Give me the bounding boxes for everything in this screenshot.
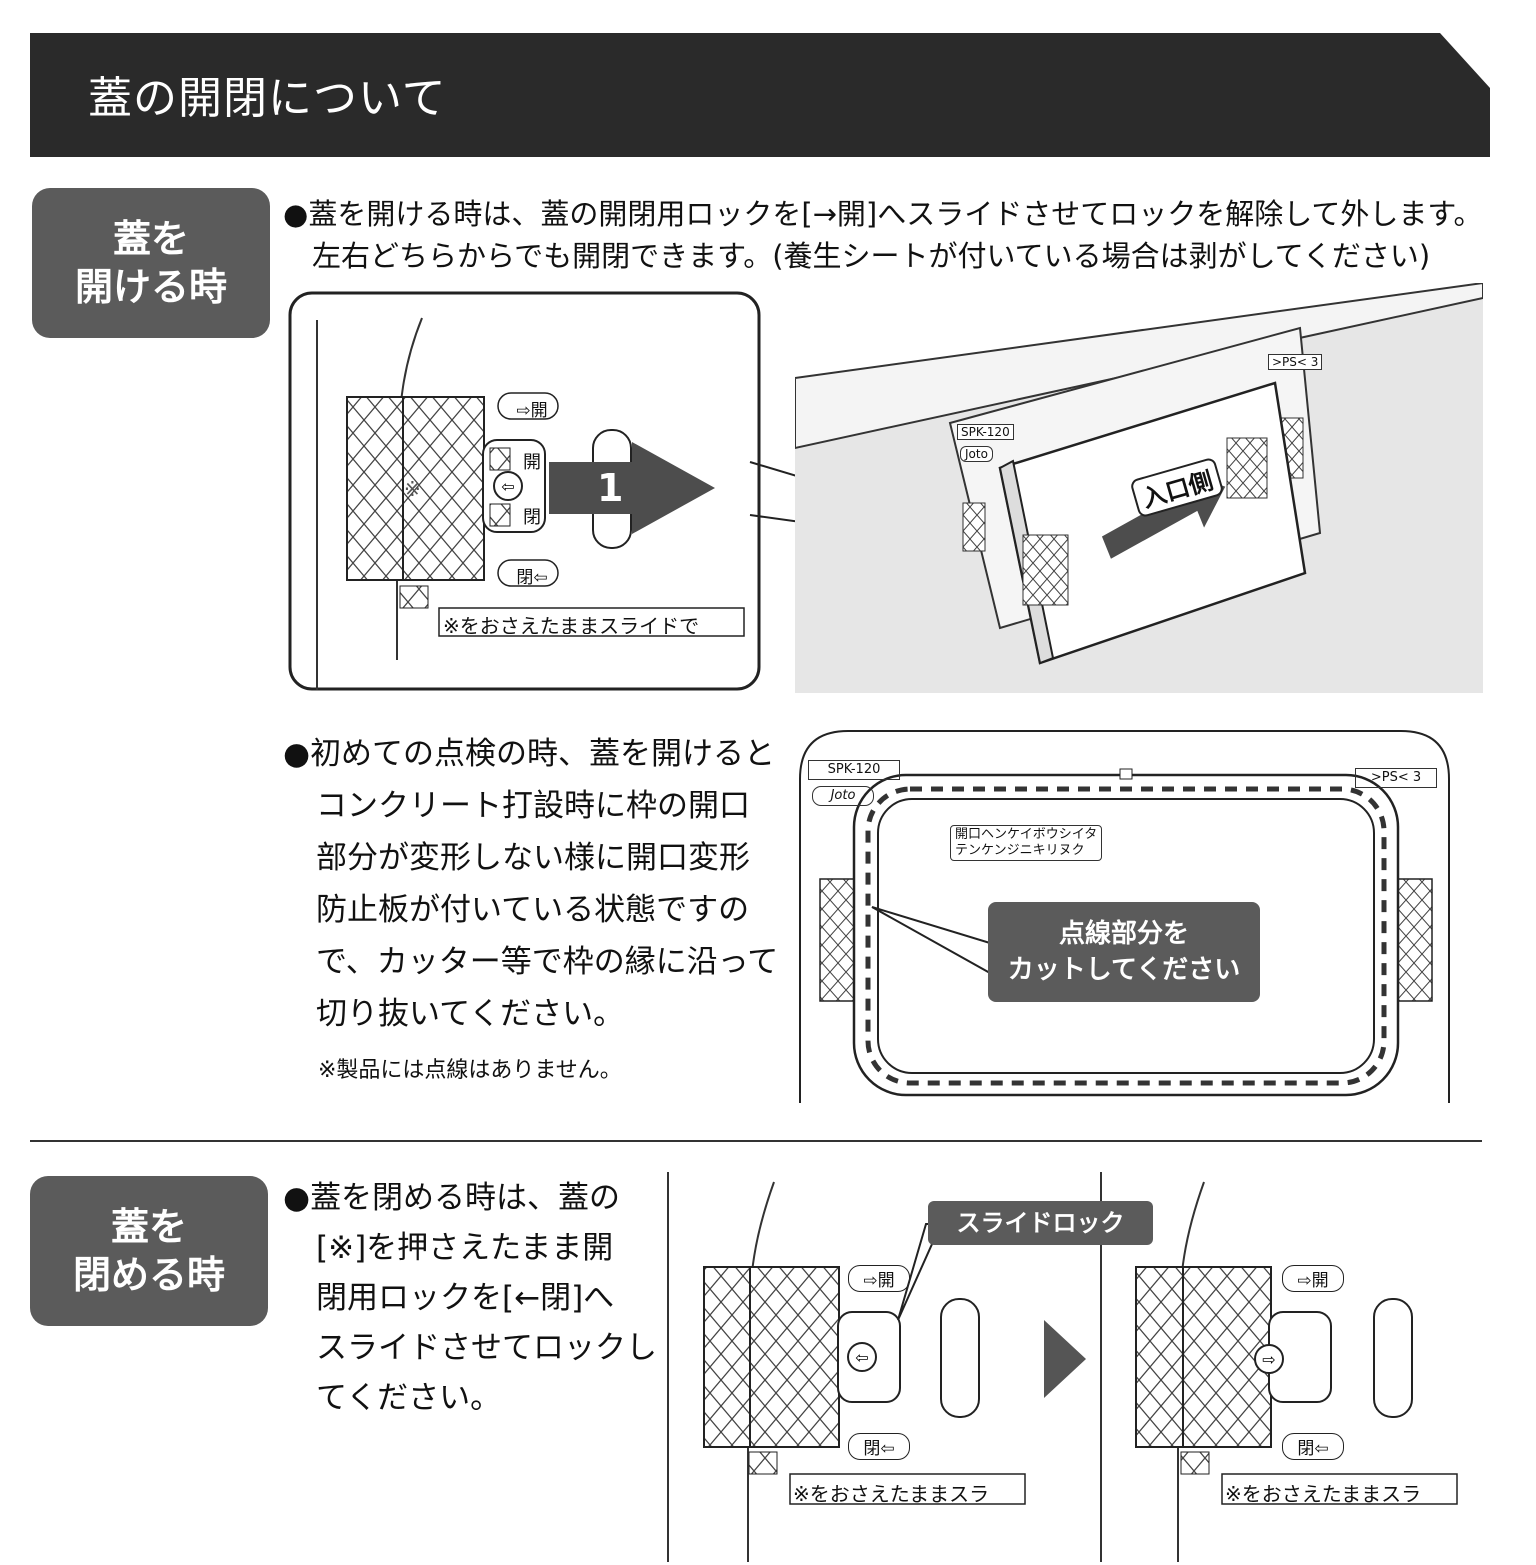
close-instruction-line4: スライドさせてロックし — [316, 1330, 657, 1366]
close-badge: 蓋を 閉める時 — [30, 1176, 268, 1326]
close-open-tag-right: ⇨開 — [1282, 1265, 1344, 1292]
close-lock-diagram: ⇦ ⇨ — [667, 1172, 1458, 1562]
arrow-step-2: 2 — [1108, 552, 1134, 593]
first-check-line5: で、カッター等で枠の縁に沿って — [316, 944, 779, 980]
svg-text:⇦: ⇦ — [501, 477, 514, 496]
first-check-line1: 初めての点検の時、蓋を開けると — [283, 728, 775, 780]
close-close-tag-left: 閉⇦ — [848, 1433, 910, 1460]
slide-lock-callout: スライドロック — [956, 1209, 1125, 1237]
close-slide-strip-right: ※をおさえたままスラ — [1225, 1482, 1422, 1504]
close-open-tag-left: ⇨開 — [848, 1265, 910, 1292]
open-instruction-line2: 左右どちらからでも開閉できます。(養生シートが付いている場合は剥がしてください) — [312, 239, 1431, 273]
close-instruction-line3: 閉用ロックを[←閉]へ — [316, 1280, 615, 1316]
panel-model-label: SPK-120 — [808, 760, 900, 780]
zoom-kome-mark: ※ — [404, 477, 421, 501]
zoom-open-tag: ⇨開 — [516, 401, 548, 421]
first-check-line2: コンクリート打設時に枠の開口 — [316, 788, 750, 824]
svg-text:⇦: ⇦ — [855, 1348, 868, 1367]
first-check-line6: 切り抜いてください。 — [316, 996, 625, 1032]
open-instruction-line1: 蓋を開ける時は、蓋の開閉用ロックを[→開]へスライドさせてロックを解除して外しま… — [283, 196, 1482, 232]
section-title: 蓋の開閉について — [88, 73, 447, 124]
section-header-bar — [30, 33, 1490, 157]
section-divider — [30, 1140, 1482, 1142]
panel-brand-label: Joto — [812, 786, 874, 806]
close-instruction-line5: てください。 — [316, 1380, 502, 1416]
cut-callout: 点線部分を カットしてください — [1007, 919, 1241, 985]
zoom-kanji-open: 開 — [523, 452, 541, 473]
first-check-line3: 部分が変形しない様に開口変形 — [316, 840, 750, 876]
panel-warning-label: 開口ヘンケイボウシイタ テンケンジニキリヌク — [950, 825, 1103, 861]
panel-ps-label: >PS< 3 — [1355, 768, 1437, 788]
open-badge: 蓋を 開ける時 — [32, 188, 270, 338]
persp-brand-label: Joto — [960, 446, 993, 462]
close-close-tag-right: 閉⇦ — [1282, 1433, 1344, 1460]
zoom-close-tag: 閉⇦ — [516, 568, 548, 588]
zoom-slide-strip: ※をおさえたままスライドで — [443, 614, 700, 634]
first-check-note: ※製品には点線はありません。 — [318, 1058, 622, 1083]
persp-ps-label: >PS< 3 — [1268, 354, 1323, 370]
first-check-line4: 防止板が付いている状態ですの — [316, 892, 750, 928]
close-slide-strip-left: ※をおさえたままスラ — [793, 1482, 990, 1504]
close-instruction-line2: [※]を押さえたまま開 — [316, 1230, 614, 1266]
arrow-step-1: 1 — [597, 466, 624, 510]
zoom-kanji-close: 閉 — [523, 507, 541, 528]
close-instruction-line1: 蓋を閉める時は、蓋の — [283, 1172, 620, 1224]
persp-model-label: SPK-120 — [957, 424, 1014, 440]
svg-text:⇨: ⇨ — [1262, 1350, 1275, 1369]
lock-zoom-diagram: ⇦ — [288, 291, 761, 691]
